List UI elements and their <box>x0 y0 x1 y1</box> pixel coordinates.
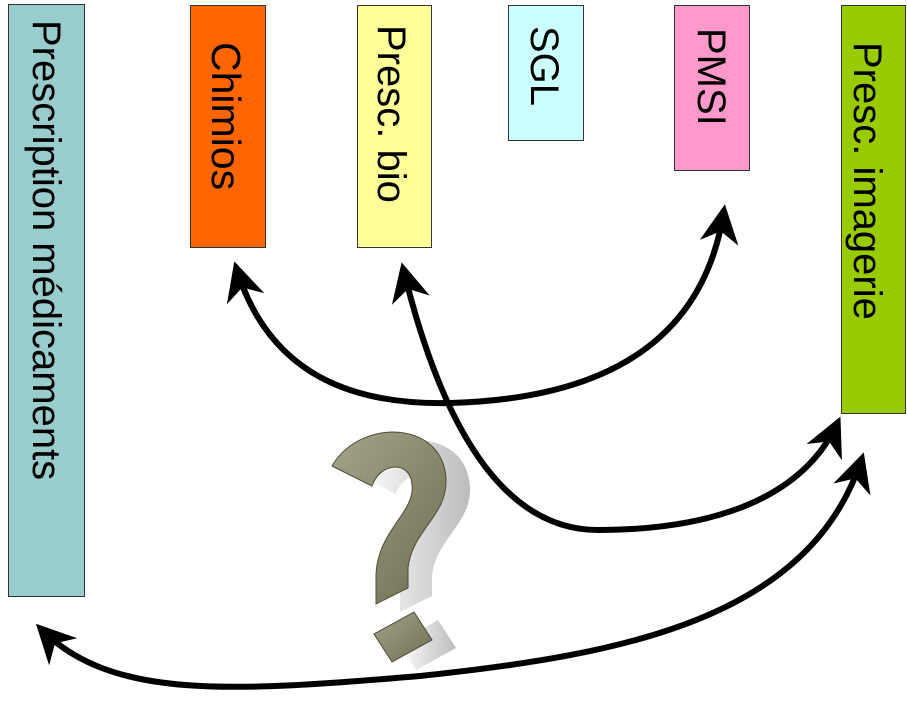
arrow-medicaments-imagerie <box>35 452 871 690</box>
arrow-chimios-pmsi <box>226 204 739 407</box>
question-mark-3d-icon <box>331 431 471 670</box>
box-pmsi <box>674 5 750 171</box>
box-presc-imagerie <box>841 5 906 414</box>
box-sgl <box>508 5 584 141</box>
